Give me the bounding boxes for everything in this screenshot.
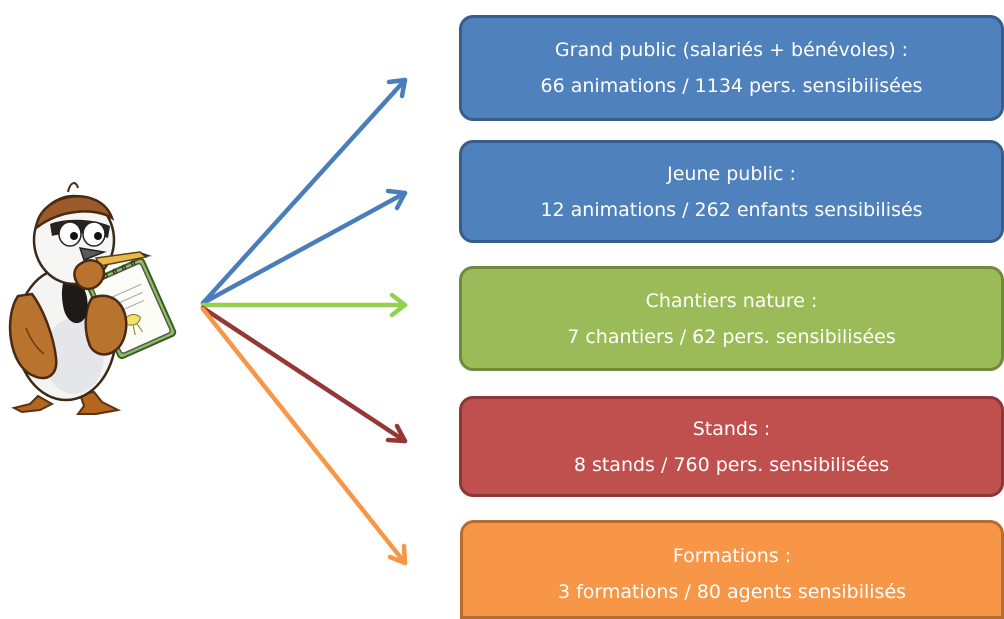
box-grand-public: Grand public (salariés + bénévoles) : 66…: [459, 15, 1004, 121]
arrow-line-jeune-public: [200, 190, 408, 306]
box-jeune-public-title: Jeune public :: [667, 162, 796, 185]
arrow-to-chantiers-nature: [200, 292, 408, 318]
arrowhead-grand-public: [386, 77, 408, 99]
box-stands-stats: 8 stands / 760 pers. sensibilisées: [573, 453, 890, 476]
box-chantiers-nature: Chantiers nature : 7 chantiers / 62 pers…: [459, 266, 1004, 371]
arrow-to-formations: [200, 306, 408, 566]
box-chantiers-nature-stats: 7 chantiers / 62 pers. sensibilisées: [567, 325, 896, 348]
arrow-line-grand-public: [200, 77, 408, 306]
arrowhead-jeune-public: [385, 188, 408, 211]
box-jeune-public-stats: 12 animations / 262 enfants sensibilisés: [540, 198, 923, 221]
arrowhead-chantiers-nature: [389, 292, 408, 318]
arrow-to-stands: [200, 305, 408, 444]
box-grand-public-title: Grand public (salariés + bénévoles) :: [554, 39, 909, 61]
arrow-to-grand-public: [200, 77, 408, 306]
box-chantiers-nature-title: Chantiers nature :: [645, 289, 818, 312]
box-formations-stats: 3 formations / 80 agents sensibilisés: [557, 580, 907, 603]
box-jeune-public: Jeune public : 12 animations / 262 enfan…: [459, 140, 1004, 243]
arrow-line-formations: [200, 306, 408, 566]
box-formations-title: Formations :: [672, 544, 792, 567]
arrowhead-formations: [387, 543, 408, 566]
arrow-to-jeune-public: [200, 188, 408, 306]
arrowhead-stands: [385, 423, 408, 444]
box-stands: Stands : 8 stands / 760 pers. sensibilis…: [459, 396, 1004, 497]
box-stands-title: Stands :: [692, 417, 771, 440]
box-formations: Formations : 3 formations / 80 agents se…: [460, 520, 1004, 619]
sparrow-mascot-icon: [8, 182, 177, 415]
box-grand-public-stats: 66 animations / 1134 pers. sensibilisées: [540, 75, 923, 97]
arrow-line-stands: [200, 305, 408, 444]
